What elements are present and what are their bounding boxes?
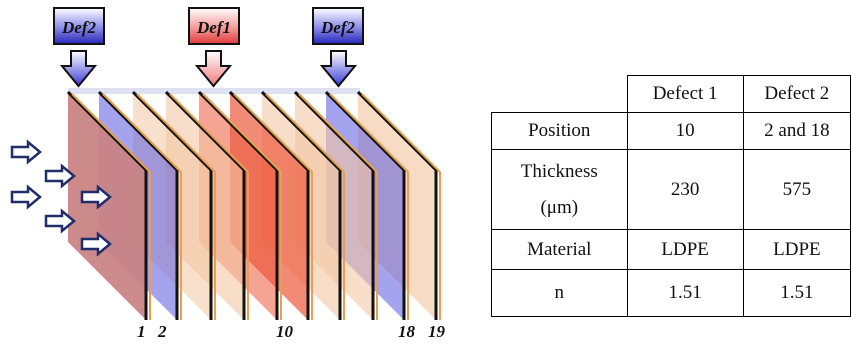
layer-edge bbox=[131, 90, 213, 320]
defect-box-1: Def2 bbox=[53, 7, 105, 45]
layer-edge bbox=[324, 90, 406, 320]
column-header-defect-2: Defect 2 bbox=[742, 75, 851, 113]
incident-wave-arrow bbox=[10, 184, 42, 210]
layer-number-2: 2 bbox=[157, 322, 167, 341]
table-cell: 2 and 18 bbox=[742, 112, 851, 150]
layer-edge-highlight bbox=[265, 93, 345, 320]
layer-edge bbox=[260, 90, 342, 320]
incident-wave-arrow bbox=[80, 231, 112, 257]
layer-edge bbox=[164, 90, 246, 320]
table-cell: 1.51 bbox=[742, 269, 851, 317]
layer-edge bbox=[293, 90, 375, 320]
table-row: Position 10 2 and 18 bbox=[491, 112, 851, 150]
defect-box-3: Def2 bbox=[312, 7, 364, 45]
layer-number-1: 1 bbox=[137, 322, 146, 341]
layer-edge-highlight bbox=[71, 93, 151, 320]
layer-edge bbox=[97, 90, 179, 320]
layer-edge bbox=[228, 90, 310, 320]
row-label-material: Material bbox=[491, 229, 628, 270]
table-cell: 10 bbox=[626, 112, 744, 150]
column-header-defect-1: Defect 1 bbox=[626, 75, 744, 113]
layer-number-19: 19 bbox=[428, 322, 446, 341]
stack-top-edge bbox=[68, 88, 360, 94]
row-label-thickness: Thickness (μm) bbox=[491, 149, 628, 230]
table-row: Thickness (μm) 230 575 bbox=[491, 149, 851, 230]
photonic-crystal-diagram: Def2 Def1 Def2 1 2 10 18 19 bbox=[10, 7, 446, 341]
defect-box-3-label: Def2 bbox=[320, 18, 355, 37]
table-cell: LDPE bbox=[626, 229, 744, 270]
layer-edge bbox=[356, 90, 438, 320]
incident-wave-arrow bbox=[10, 139, 42, 165]
layer-stack bbox=[66, 88, 441, 320]
layer-number-10: 10 bbox=[276, 322, 294, 341]
layer-face bbox=[68, 92, 146, 320]
layer-edge-highlight bbox=[298, 93, 378, 320]
down-arrow-icon bbox=[194, 50, 233, 88]
table-cell: 230 bbox=[626, 149, 744, 230]
table-row: Material LDPE LDPE bbox=[491, 229, 851, 270]
down-arrow-icon bbox=[319, 50, 358, 88]
layer-number-18: 18 bbox=[398, 322, 416, 341]
defect-box-1-label: Def2 bbox=[61, 18, 96, 37]
layer-edge bbox=[197, 90, 279, 320]
layer-edge-highlight bbox=[136, 93, 216, 320]
table-cell: 575 bbox=[742, 149, 851, 230]
defect-box-2: Def1 bbox=[188, 7, 240, 45]
defect-box-2-label: Def1 bbox=[196, 18, 231, 37]
layer-edge-highlight bbox=[102, 93, 182, 320]
row-label-position: Position bbox=[491, 112, 628, 150]
table-header-row: Defect 1 Defect 2 bbox=[491, 75, 851, 113]
incident-wave-arrow bbox=[80, 184, 112, 210]
layer-edge-highlight bbox=[361, 93, 441, 320]
layer-edge-highlight bbox=[329, 93, 409, 320]
row-label-n: n bbox=[491, 269, 628, 317]
table-cell: 1.51 bbox=[626, 269, 744, 317]
table-row: n 1.51 1.51 bbox=[491, 269, 851, 317]
incident-wave-arrow bbox=[44, 163, 76, 189]
incident-wave-arrow bbox=[44, 208, 76, 234]
layer-edge-highlight bbox=[233, 93, 313, 320]
row-label-thickness-unit: (μm) bbox=[540, 196, 579, 218]
layer-edge bbox=[66, 90, 148, 320]
incident-arrows bbox=[10, 139, 112, 257]
table-cell: LDPE bbox=[742, 229, 851, 270]
defect-properties-table: Defect 1 Defect 2 Position 10 2 and 18 T… bbox=[491, 75, 851, 317]
row-label-thickness-name: Thickness bbox=[520, 160, 598, 182]
down-arrow-icon bbox=[59, 50, 98, 88]
table-corner-cell bbox=[491, 75, 628, 113]
layer-edge-highlight bbox=[169, 93, 249, 320]
layer-edge-highlight bbox=[202, 93, 282, 320]
